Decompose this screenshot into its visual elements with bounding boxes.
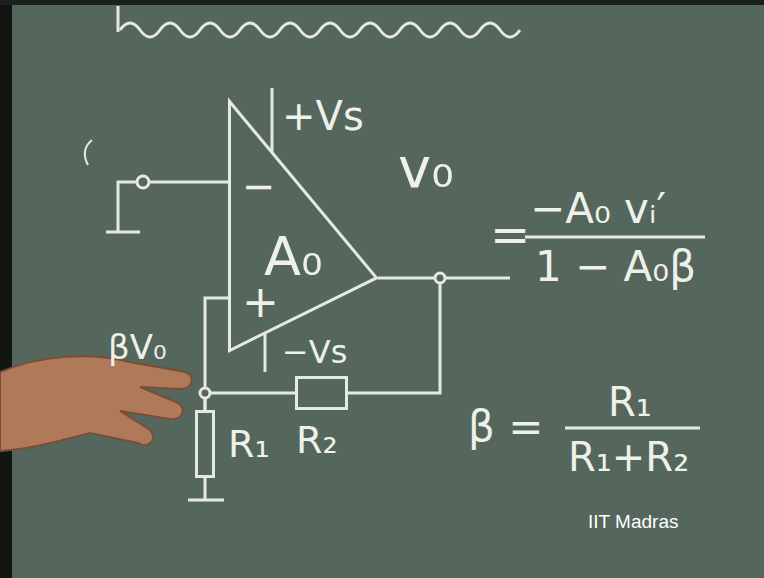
terminal-circle [137, 176, 149, 188]
resistor-label: R₁ [228, 425, 270, 463]
chalk-mark [117, 6, 120, 32]
resistor-symbol: R₁ [195, 410, 215, 478]
pin-sign: − [242, 166, 276, 206]
equation-term: β = [468, 406, 543, 448]
supply-wire [271, 88, 274, 152]
gain-label: A₀ [264, 230, 323, 284]
ground-symbol [106, 182, 140, 232]
equation-sign: = [490, 210, 530, 258]
supply-label: −Vs [282, 336, 347, 368]
board-edge [0, 0, 12, 578]
watermark: IIT Madras [588, 512, 678, 531]
supply-label: +Vs [282, 96, 364, 136]
equation-denominator: R₁+R₂ [568, 437, 689, 477]
signal-name: v₀ [398, 140, 454, 196]
resistor-label: R₂ [296, 421, 338, 459]
opamp-outline [230, 102, 377, 351]
terminal-circle [435, 273, 445, 283]
ground-symbol [188, 478, 224, 500]
wire [348, 278, 440, 393]
pointing-hand [0, 356, 192, 451]
equation-numerator: R₁ [608, 382, 652, 422]
signal-name: βV₀ [108, 330, 167, 364]
opamp-symbol: − A₀+ [228, 100, 378, 352]
chalk-mark [85, 140, 92, 165]
resistor-symbol: R₂ [295, 376, 348, 410]
supply-wire [264, 334, 267, 372]
fraction-bar [565, 427, 700, 430]
pin-sign: + [242, 280, 279, 324]
input-wire [149, 181, 228, 184]
wire [205, 393, 295, 410]
junction-circle [200, 388, 210, 398]
equation-denominator: 1 − A₀β [535, 246, 696, 288]
output-wire [445, 277, 510, 280]
fraction-bar [525, 236, 705, 239]
wavy-line [120, 23, 520, 37]
equation-numerator: −A₀ vᵢ′ [530, 188, 666, 230]
board-edge [0, 0, 764, 5]
